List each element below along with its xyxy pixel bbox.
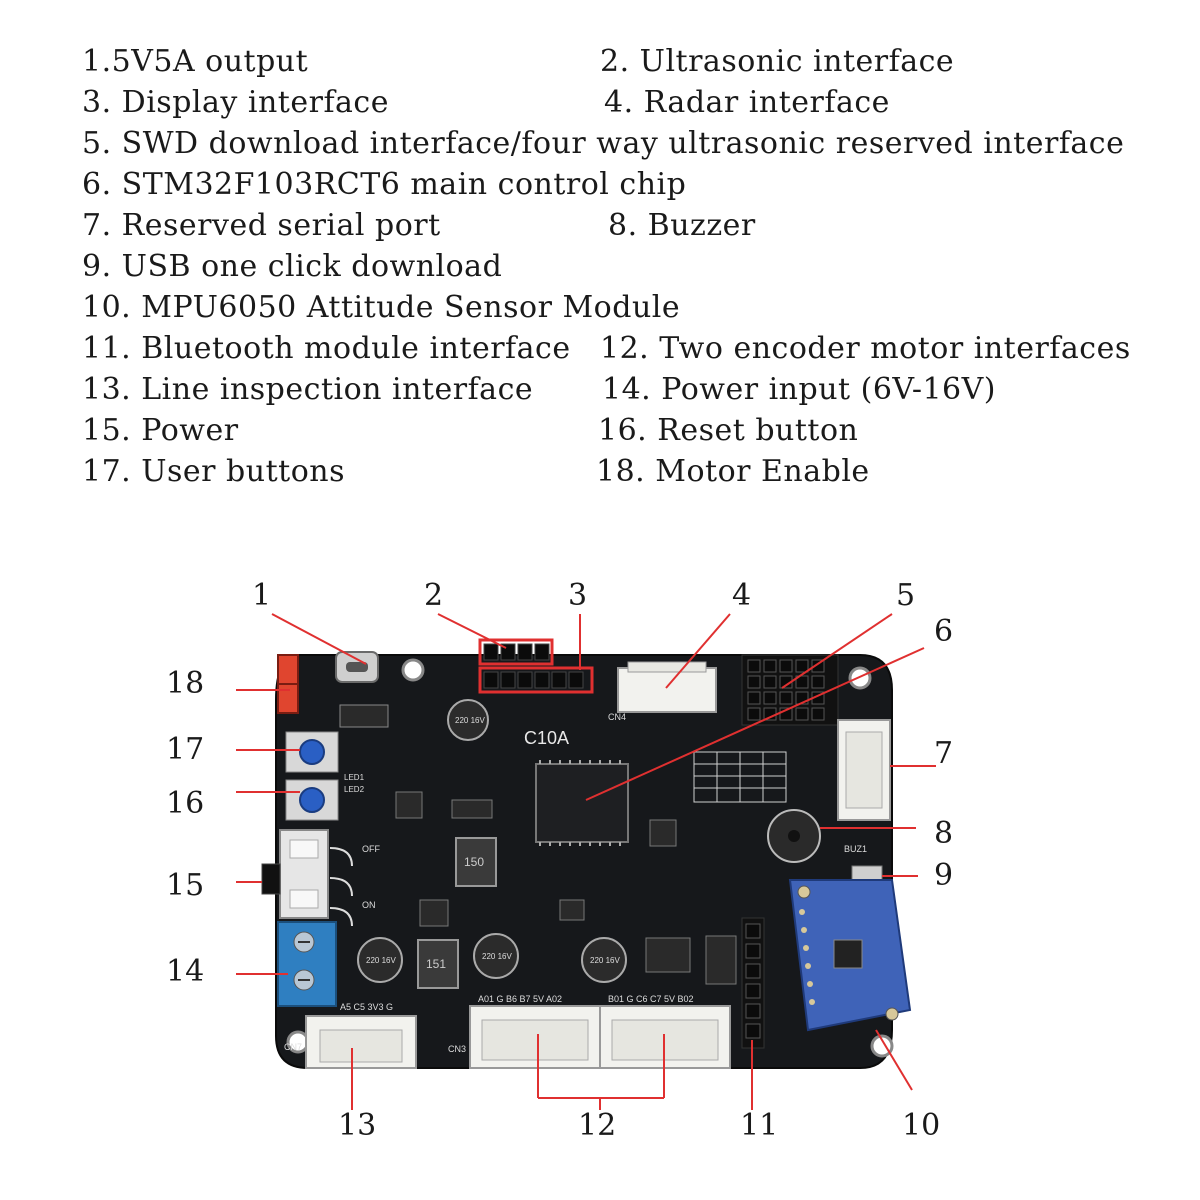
board-model: C10A	[524, 728, 569, 748]
user-button	[285, 731, 339, 773]
callout-17: 17	[166, 732, 205, 767]
legend-item-9: 9. USB one click download	[82, 249, 503, 284]
callout-14: 14	[166, 954, 205, 989]
callout-9: 9	[934, 858, 954, 893]
mcu-chip	[535, 763, 629, 843]
svg-text:OFF: OFF	[362, 844, 380, 854]
leader-lines	[236, 613, 936, 1110]
silk-cn4: CN4	[608, 712, 626, 722]
buzzer	[767, 809, 821, 863]
radar-connector	[617, 667, 717, 713]
legend-item-15: 15. Power	[82, 413, 239, 448]
pin-map-grid	[693, 751, 787, 803]
power-terminal	[277, 921, 337, 1007]
svg-text:220 16V: 220 16V	[366, 956, 396, 965]
callout-8: 8	[934, 816, 954, 851]
encoder-connector-a	[469, 1005, 601, 1069]
legend-item-18: 18. Motor Enable	[596, 454, 870, 489]
legend-item-4: 4. Radar interface	[604, 85, 890, 120]
mpu6050-module	[788, 879, 912, 1032]
capacitor: 220 16V	[357, 937, 403, 983]
svg-text:220 16V: 220 16V	[455, 716, 485, 725]
legend-item-2: 2. Ultrasonic interface	[600, 44, 955, 79]
legend-item-13: 13. Line inspection interface	[82, 372, 534, 407]
svg-text:151: 151	[426, 957, 446, 971]
legend-item-3: 3. Display interface	[82, 85, 389, 120]
bluetooth-header	[741, 917, 765, 1049]
callout-2: 2	[424, 578, 444, 613]
capacitor: 220 16V	[447, 699, 489, 741]
svg-text:220 16V: 220 16V	[590, 956, 620, 965]
mount-hole	[870, 1034, 894, 1058]
svg-text:220 16V: 220 16V	[482, 952, 512, 961]
capacitor: 220 16V	[473, 933, 519, 979]
legend-item-16: 16. Reset button	[598, 413, 859, 448]
svg-text:ON: ON	[362, 900, 376, 910]
legend-item-6: 6. STM32F103RCT6 main control chip	[82, 167, 687, 202]
line-inspection-connector	[305, 1015, 417, 1069]
callout-1: 1	[252, 578, 272, 613]
swd-header	[741, 654, 839, 726]
callout-15: 15	[166, 868, 205, 903]
callout-12: 12	[578, 1108, 617, 1143]
svg-text:150: 150	[464, 855, 484, 869]
inductor	[417, 939, 459, 989]
legend-item-12: 12. Two encoder motor interfaces	[600, 331, 1131, 366]
legend-item-11: 11. Bluetooth module interface	[82, 331, 571, 366]
power-switch	[261, 829, 353, 927]
legend-item-17: 17. User buttons	[82, 454, 345, 489]
legend-item-1: 1.5V5A output	[82, 44, 309, 79]
svg-text:CN7: CN7	[284, 1042, 302, 1052]
callout-16: 16	[166, 786, 205, 821]
callout-7: 7	[934, 736, 954, 771]
mount-hole	[401, 658, 425, 682]
inductor	[455, 837, 497, 887]
svg-text:CN3: CN3	[448, 1044, 466, 1054]
svg-text:LED1: LED1	[344, 773, 365, 782]
callout-13: 13	[338, 1108, 377, 1143]
header-ultrasonic	[478, 638, 554, 666]
reset-button	[285, 779, 339, 821]
callout-6: 6	[934, 614, 954, 649]
legend-item-8: 8. Buzzer	[608, 208, 756, 243]
header-display	[478, 666, 594, 694]
svg-text:A01 G B6 B7 5V A02: A01 G B6 B7 5V A02	[478, 994, 562, 1004]
callout-3: 3	[568, 578, 588, 613]
mount-hole	[848, 666, 872, 690]
legend-item-14: 14. Power input (6V-16V)	[602, 372, 997, 407]
callout-10: 10	[902, 1108, 941, 1143]
legend-item-10: 10. MPU6050 Attitude Sensor Module	[82, 290, 681, 325]
callout-5: 5	[896, 578, 916, 613]
legend-item-5: 5. SWD download interface/four way ultra…	[82, 126, 1125, 161]
capacitor: 220 16V	[581, 937, 627, 983]
svg-text:LED2: LED2	[344, 785, 365, 794]
svg-text:BUZ1: BUZ1	[844, 844, 867, 854]
svg-text:B01 G C6 C7 5V B02: B01 G C6 C7 5V B02	[608, 994, 694, 1004]
legend-item-7: 7. Reserved serial port	[82, 208, 441, 243]
header-ultrasonic-pins	[483, 643, 550, 661]
callout-18: 18	[166, 666, 205, 701]
callout-11: 11	[740, 1108, 779, 1143]
callout-4: 4	[732, 578, 752, 613]
svg-text:A5 C5 3V3 G: A5 C5 3V3 G	[340, 1002, 393, 1012]
